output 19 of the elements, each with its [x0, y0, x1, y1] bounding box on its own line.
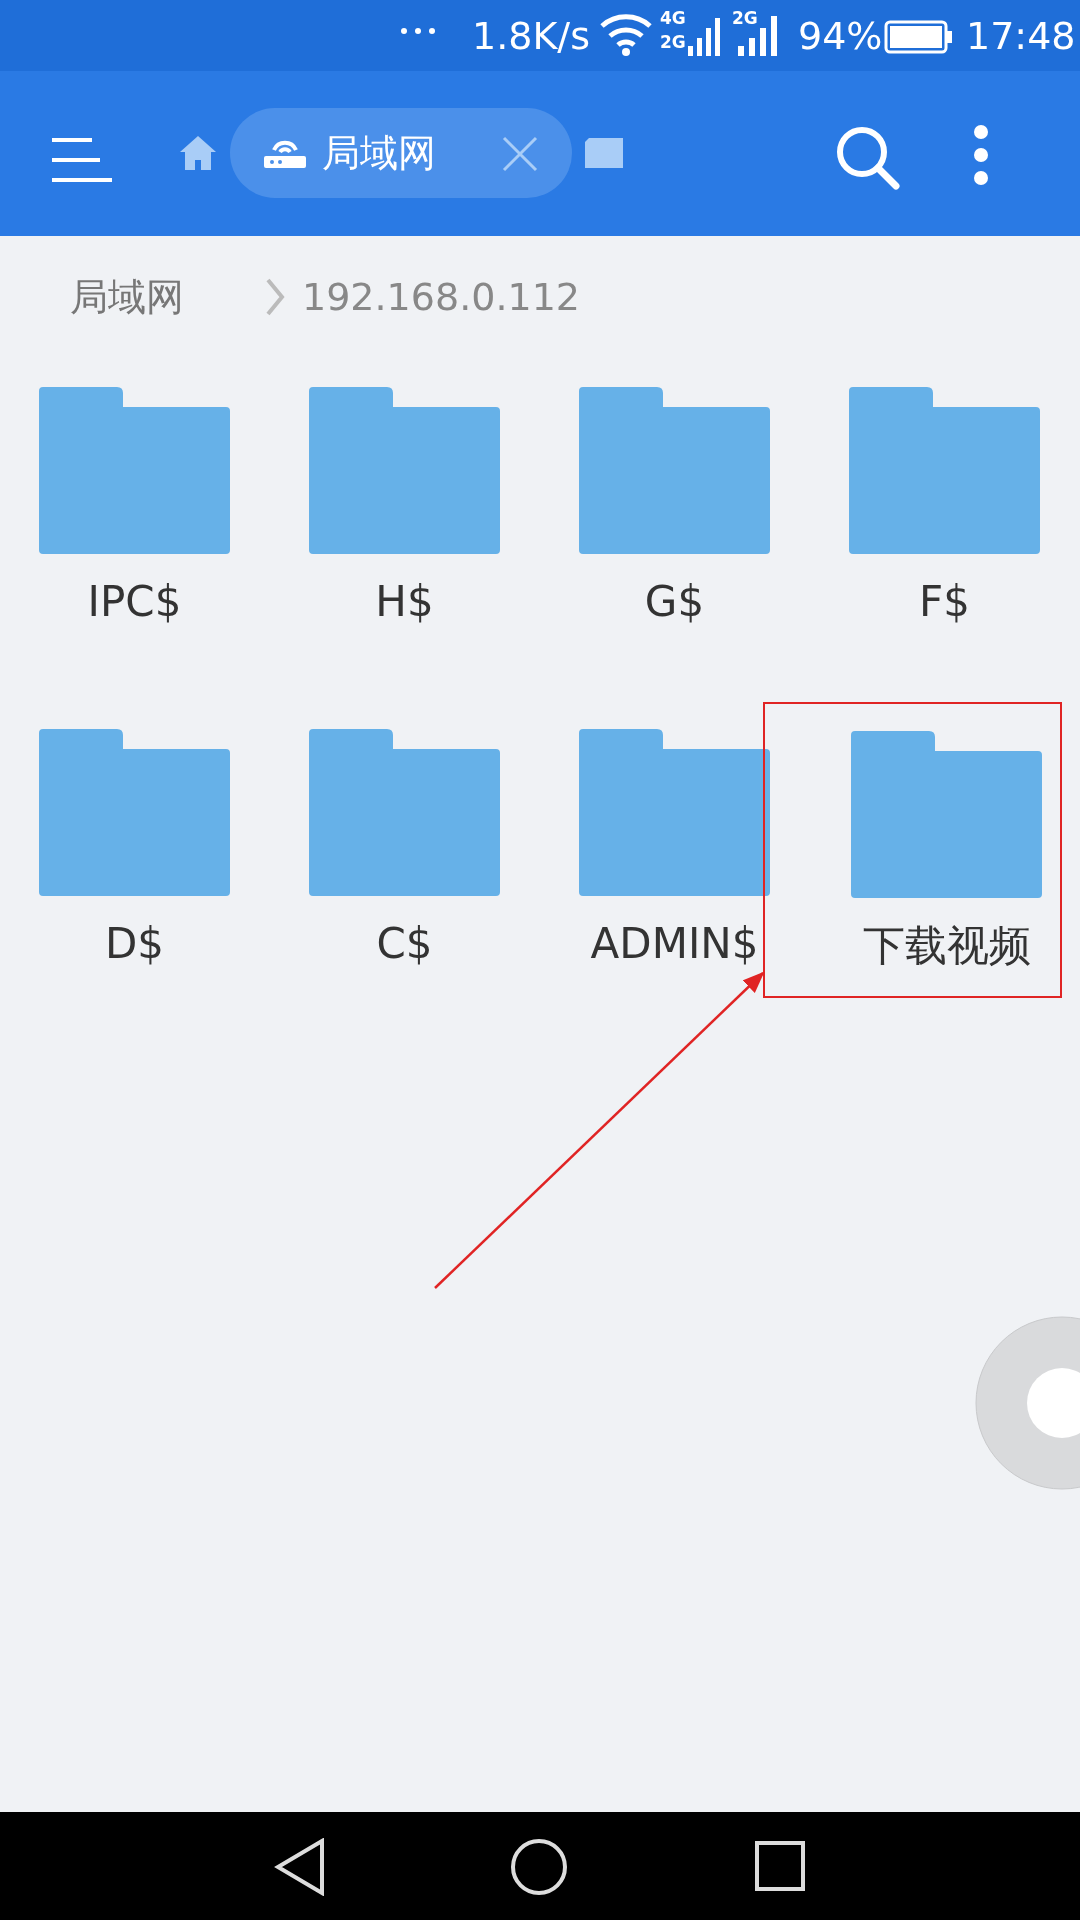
folder-name: ADMIN$	[590, 919, 759, 968]
folder-name: H$	[375, 577, 434, 626]
folder-name: C$	[376, 919, 433, 968]
network-type: 4G	[660, 8, 686, 28]
clock: 17:48	[966, 14, 1076, 58]
location-tab: 局域网	[230, 108, 572, 198]
breadcrumb-current: 192.168.0.112	[302, 274, 580, 321]
folder-name: G$	[644, 577, 705, 626]
folder-name: 下载视频	[862, 921, 1031, 970]
arrow	[434, 971, 765, 1289]
network-type: 2G	[732, 8, 758, 28]
breadcrumb-link: 局域网	[70, 274, 184, 321]
folder-name: D$	[104, 919, 165, 968]
network-type: 2G	[660, 32, 686, 52]
folder-name: F$	[919, 577, 970, 626]
highlight-box	[763, 702, 1062, 998]
network-speed: 1.8K/s	[472, 14, 590, 58]
folder-name: IPC$	[87, 577, 182, 626]
battery-percent: 94%	[798, 14, 883, 58]
